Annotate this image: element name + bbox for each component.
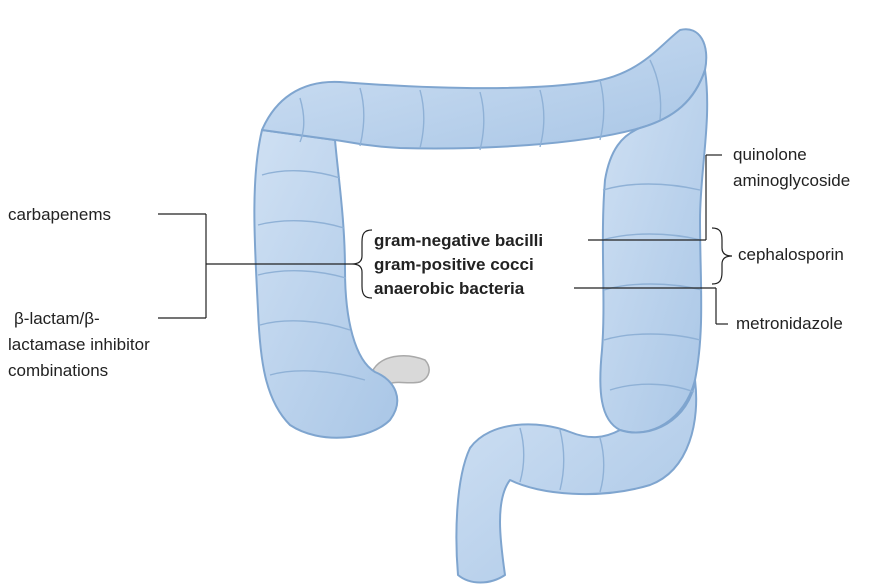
label-gram-positive-cocci: gram-positive cocci — [374, 254, 534, 276]
label-metronidazole: metronidazole — [736, 313, 843, 335]
label-quinolone: quinolone — [733, 144, 807, 166]
label-cephalosporin: cephalosporin — [738, 244, 844, 266]
label-gram-negative-bacilli: gram-negative bacilli — [374, 230, 543, 252]
label-beta-lactam-line3: combinations — [8, 360, 108, 382]
colon-body — [254, 29, 707, 582]
label-beta-lactam-line1: β-lactam/β- — [14, 308, 100, 330]
label-carbapenems: carbapenems — [8, 204, 111, 226]
label-aminoglycoside: aminoglycoside — [733, 170, 850, 192]
label-anaerobic-bacteria: anaerobic bacteria — [374, 278, 524, 300]
label-beta-lactam-line2: lactamase inhibitor — [8, 334, 150, 356]
